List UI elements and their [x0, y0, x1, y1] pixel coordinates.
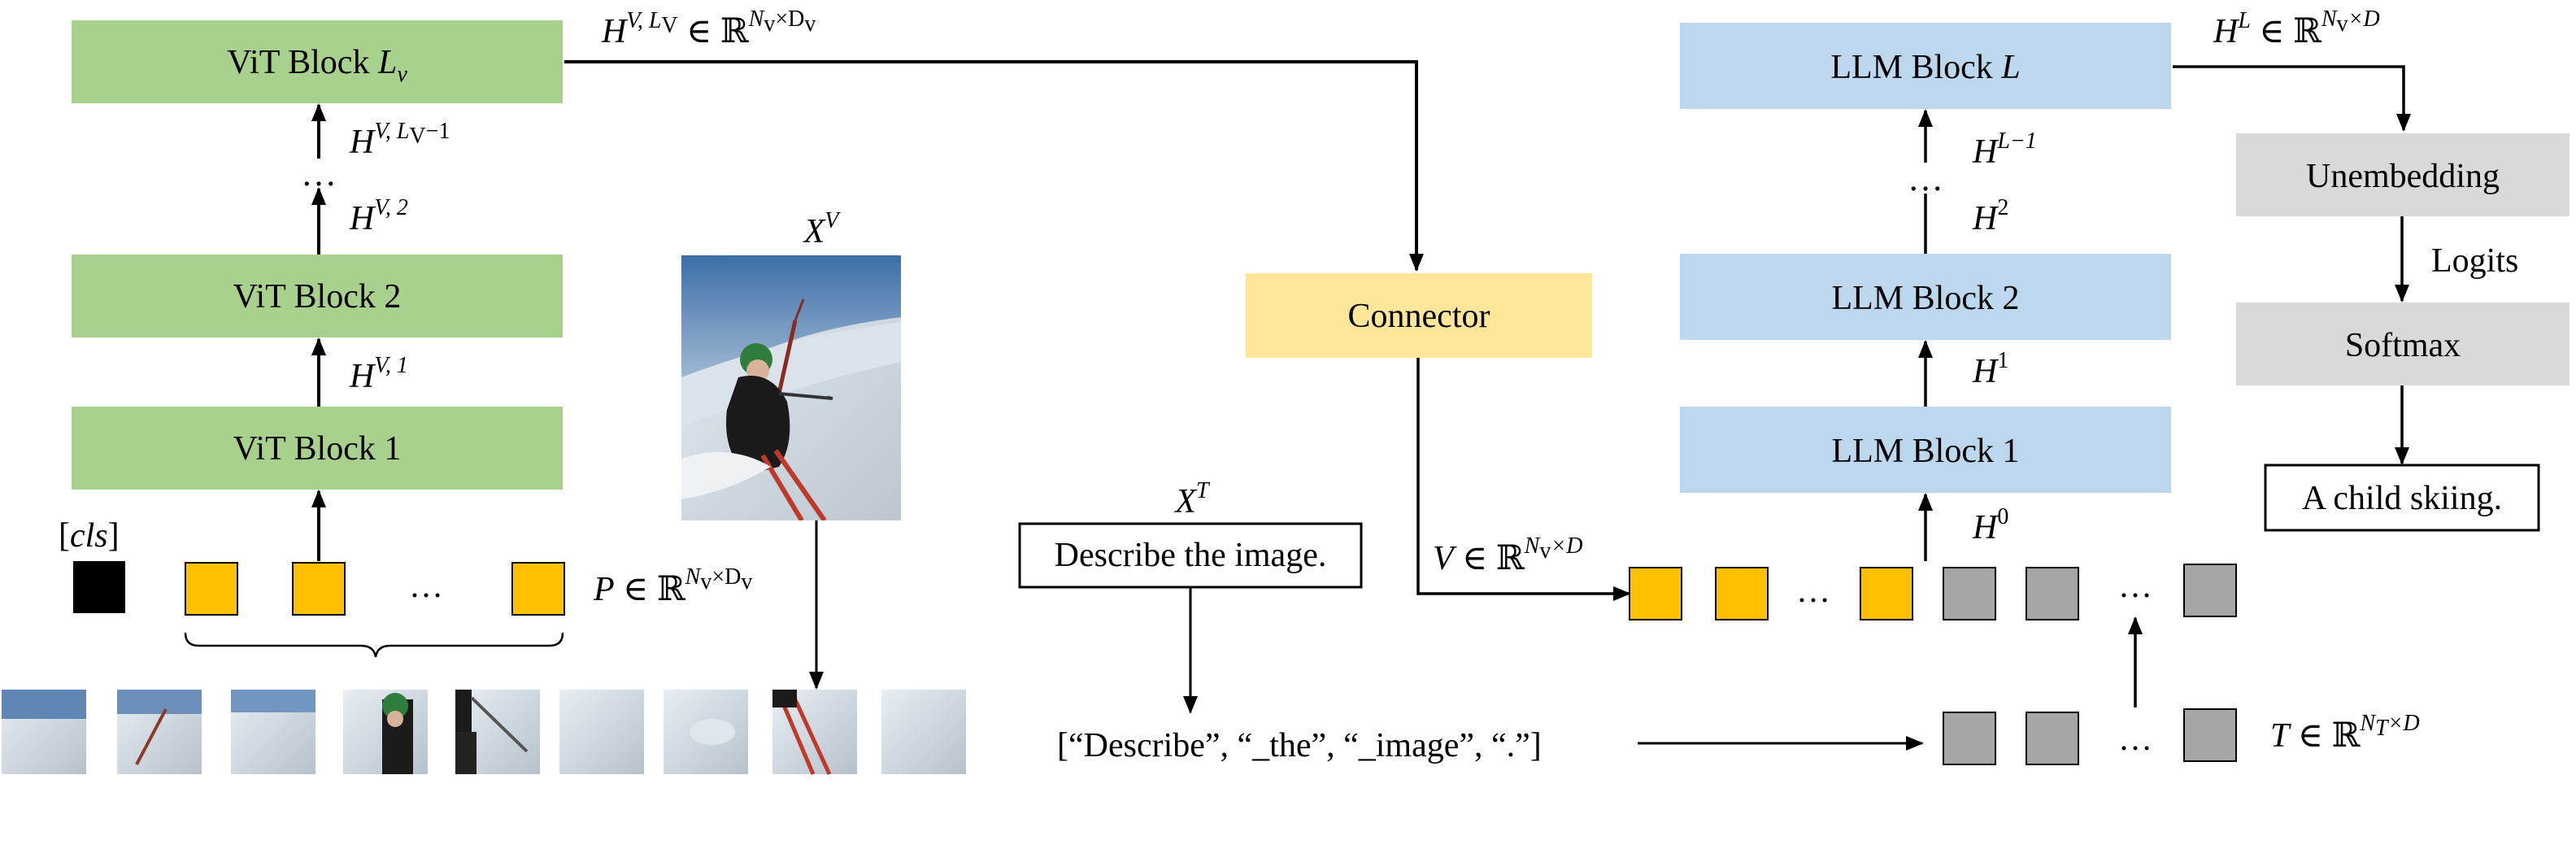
llm-h-l-minus-1: HL−1 [1972, 128, 2037, 171]
vit-block-1-label: ViT Block 1 [233, 430, 402, 468]
text-slot-1 [1943, 567, 1996, 620]
text-embed-label: T ∈ ℝNT×D [2270, 711, 2420, 755]
patch-tile-3 [231, 690, 315, 774]
text-slot-dots: … [2118, 568, 2152, 605]
cls-token [73, 561, 125, 613]
llm-stack: LLM Block L LLM Block 2 LLM Block 1 … HL… [1680, 23, 2171, 561]
arrow-vit-to-connector [564, 60, 1424, 272]
image-patches [2, 690, 966, 776]
patch-tile-6 [559, 690, 644, 774]
vit-vertical-dots: … [301, 154, 337, 194]
patch-tile-9 [881, 690, 966, 774]
visual-token-1 [1629, 567, 1682, 620]
patch-brace [184, 632, 564, 658]
vit-block-top-label: ViT Block Lv [227, 44, 407, 87]
unembedding-box [2236, 133, 2569, 216]
vit-block-1 [72, 407, 563, 490]
arrow-llm-to-unembedding [2173, 65, 2411, 132]
llm-h1: H1 [1972, 348, 2008, 390]
llm-block-2 [1680, 254, 2171, 340]
vit-block-top [72, 20, 563, 103]
cls-label: [cls] [59, 517, 120, 555]
vit-output-label: HV, LV ∈ ℝNv×Dv [601, 7, 816, 50]
text-embed-dots: … [2118, 721, 2152, 758]
text-embed-2 [2026, 712, 2079, 765]
llm-block-1-label: LLM Block 1 [1832, 433, 2020, 470]
vit-block-2 [72, 255, 563, 337]
connector-label: Connector [1348, 298, 1490, 335]
patch-tile-5 [455, 690, 540, 774]
text-embed-1 [1943, 712, 1996, 765]
prompt-text: Describe the image. [1055, 537, 1327, 574]
llm-block-2-label: LLM Block 2 [1832, 280, 2020, 317]
visual-token-2 [1715, 567, 1769, 620]
patch-token-n [511, 562, 565, 616]
answer-box [2264, 464, 2540, 532]
llm-block-1 [1680, 407, 2171, 493]
vit-block-2-label: ViT Block 2 [233, 278, 402, 316]
vit-h1: HV, 1 [349, 353, 408, 395]
tokenized-text: [“Describe”, “_the”, “_image”, “.”] [1057, 727, 1542, 764]
llm-block-top [1680, 23, 2171, 109]
input-image [681, 255, 901, 520]
vit-stack: ViT Block Lv ViT Block 2 ViT Block 1 … H… [72, 20, 563, 561]
text-input-label: XT [1173, 478, 1211, 520]
vit-h2: HV, 2 [349, 195, 408, 237]
llm-h2: H2 [1972, 195, 2008, 237]
patch-tile-1 [2, 690, 86, 774]
patch-tile-2 [117, 690, 202, 774]
visual-embed-label: V ∈ ℝNv×D [1433, 533, 1582, 577]
llm-output-label: HL ∈ ℝNv×D [2213, 7, 2380, 50]
logits-label: Logits [2431, 242, 2518, 280]
visual-token-n [1860, 567, 1913, 620]
patch-token-2 [292, 562, 346, 616]
text-slot-2 [2026, 567, 2079, 620]
llm-input-tokens: … … … T ∈ ℝNT×D [1629, 564, 2420, 765]
patch-tile-4 [343, 690, 428, 774]
answer-text: A child skiing. [2302, 480, 2502, 517]
text-slot-n [2183, 564, 2237, 617]
patch-token-1 [185, 562, 238, 616]
text-embed-n [2183, 708, 2237, 762]
vit-h-lv-minus-1: HV, LV−1 [349, 119, 450, 161]
llm-block-top-label: LLM Block L [1830, 49, 2020, 86]
softmax-box [2236, 303, 2569, 385]
patch-token-dots: … [409, 568, 443, 605]
arrow-connector-to-visual-tokens [1416, 358, 1631, 601]
patch-token-row: [cls] … P ∈ ℝNv×Dv [59, 517, 752, 658]
patch-embed-label: P ∈ ℝNv×Dv [593, 564, 752, 608]
prompt-box [1018, 522, 1363, 589]
llm-vertical-dots: … [1908, 159, 1943, 198]
connector-box [1246, 273, 1592, 358]
softmax-label: Softmax [2345, 327, 2461, 364]
unembedding-label: Unembedding [2306, 158, 2500, 195]
llm-h0: H0 [1972, 504, 2008, 546]
visual-token-dots: … [1796, 573, 1830, 610]
patch-tile-7 [664, 690, 748, 774]
image-label: XV [803, 208, 842, 250]
patch-tile-8 [772, 690, 857, 776]
